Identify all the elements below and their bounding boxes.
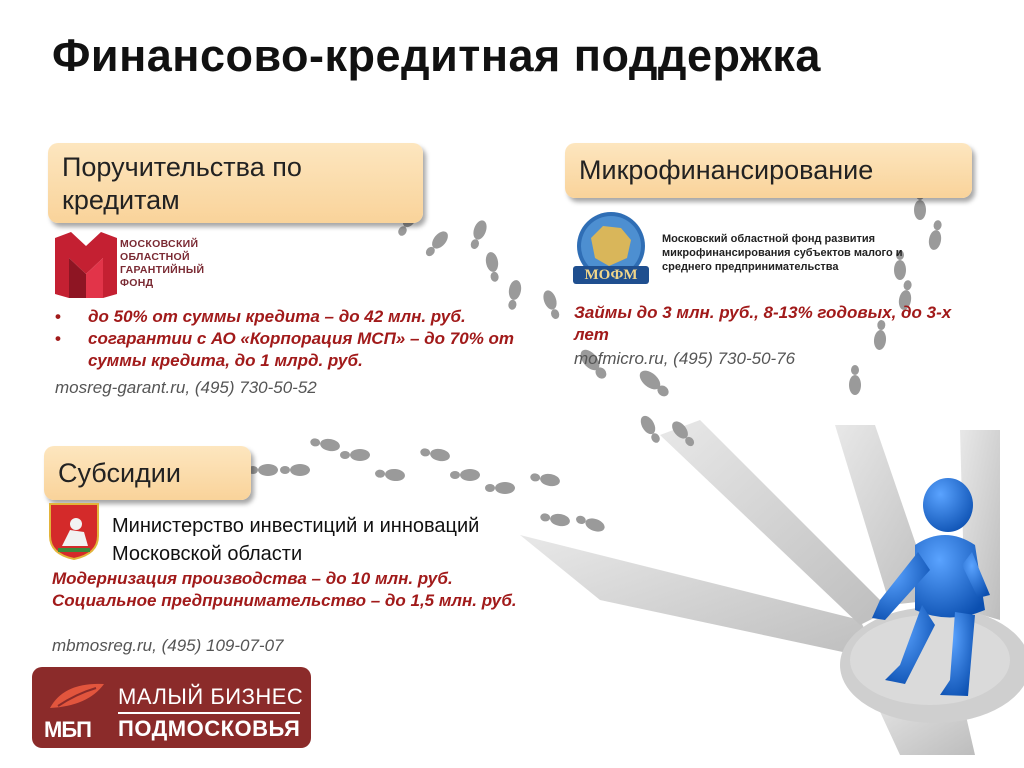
subsidy-heading: Субсидии bbox=[44, 446, 251, 500]
subsidy-contact: mbmosreg.ru, (495) 109-07-07 bbox=[52, 636, 284, 655]
guarantee-fund-logo-text: Московский областной гарантийный фонд bbox=[120, 238, 205, 289]
micro-contact: mofmicro.ru, (495) 730-50-76 bbox=[574, 349, 796, 368]
micro-org-name: Московский областной фонд развития микро… bbox=[662, 233, 903, 273]
person-figure bbox=[872, 478, 990, 696]
brand-line-2: ПОДМОСКОВЬЯ bbox=[118, 712, 301, 742]
page-title: Финансово-кредитная поддержка bbox=[52, 30, 821, 81]
road-upper-left bbox=[660, 420, 890, 625]
road-up bbox=[835, 425, 935, 605]
micro-heading: Микрофинансирование bbox=[565, 143, 972, 198]
brand-mark-text: МБП bbox=[44, 717, 92, 742]
moscow-region-coat-of-arms-icon bbox=[49, 503, 99, 560]
guarantee-contact: mosreg-garant.ru, (495) 730-50-52 bbox=[55, 378, 317, 397]
brand-line-1: МАЛЫЙ БИЗНЕС bbox=[118, 684, 304, 709]
list-item: Социальное предпринимательство – до 1,5 … bbox=[52, 591, 517, 610]
list-item: согарантии с АО «Корпорация МСП» – до 70… bbox=[55, 328, 545, 372]
brand-logo bbox=[32, 667, 311, 748]
mofm-logo: МОФМ bbox=[569, 210, 653, 286]
globe-icon bbox=[577, 212, 645, 280]
guarantee-heading: Поручительства по кредитам bbox=[48, 143, 423, 223]
road-left bbox=[520, 535, 880, 660]
list-item: до 50% от суммы кредита – до 42 млн. руб… bbox=[55, 306, 545, 328]
ministry-name: Министерство инвестиций и инноваций Моск… bbox=[112, 515, 480, 565]
micro-terms: Займы до 3 млн. руб., 8-13% годовых, до … bbox=[574, 303, 952, 344]
subsidy-terms: Модернизация производства – до 10 млн. р… bbox=[52, 568, 522, 612]
guarantee-fund-logo bbox=[55, 232, 117, 298]
leaf-icon bbox=[50, 683, 104, 708]
list-item: Модернизация производства – до 10 млн. р… bbox=[52, 569, 453, 588]
brand-mark: МБП bbox=[44, 680, 110, 742]
guarantee-terms-list: до 50% от суммы кредита – до 42 млн. руб… bbox=[55, 306, 545, 372]
mofm-logo-label: МОФМ bbox=[573, 266, 649, 284]
